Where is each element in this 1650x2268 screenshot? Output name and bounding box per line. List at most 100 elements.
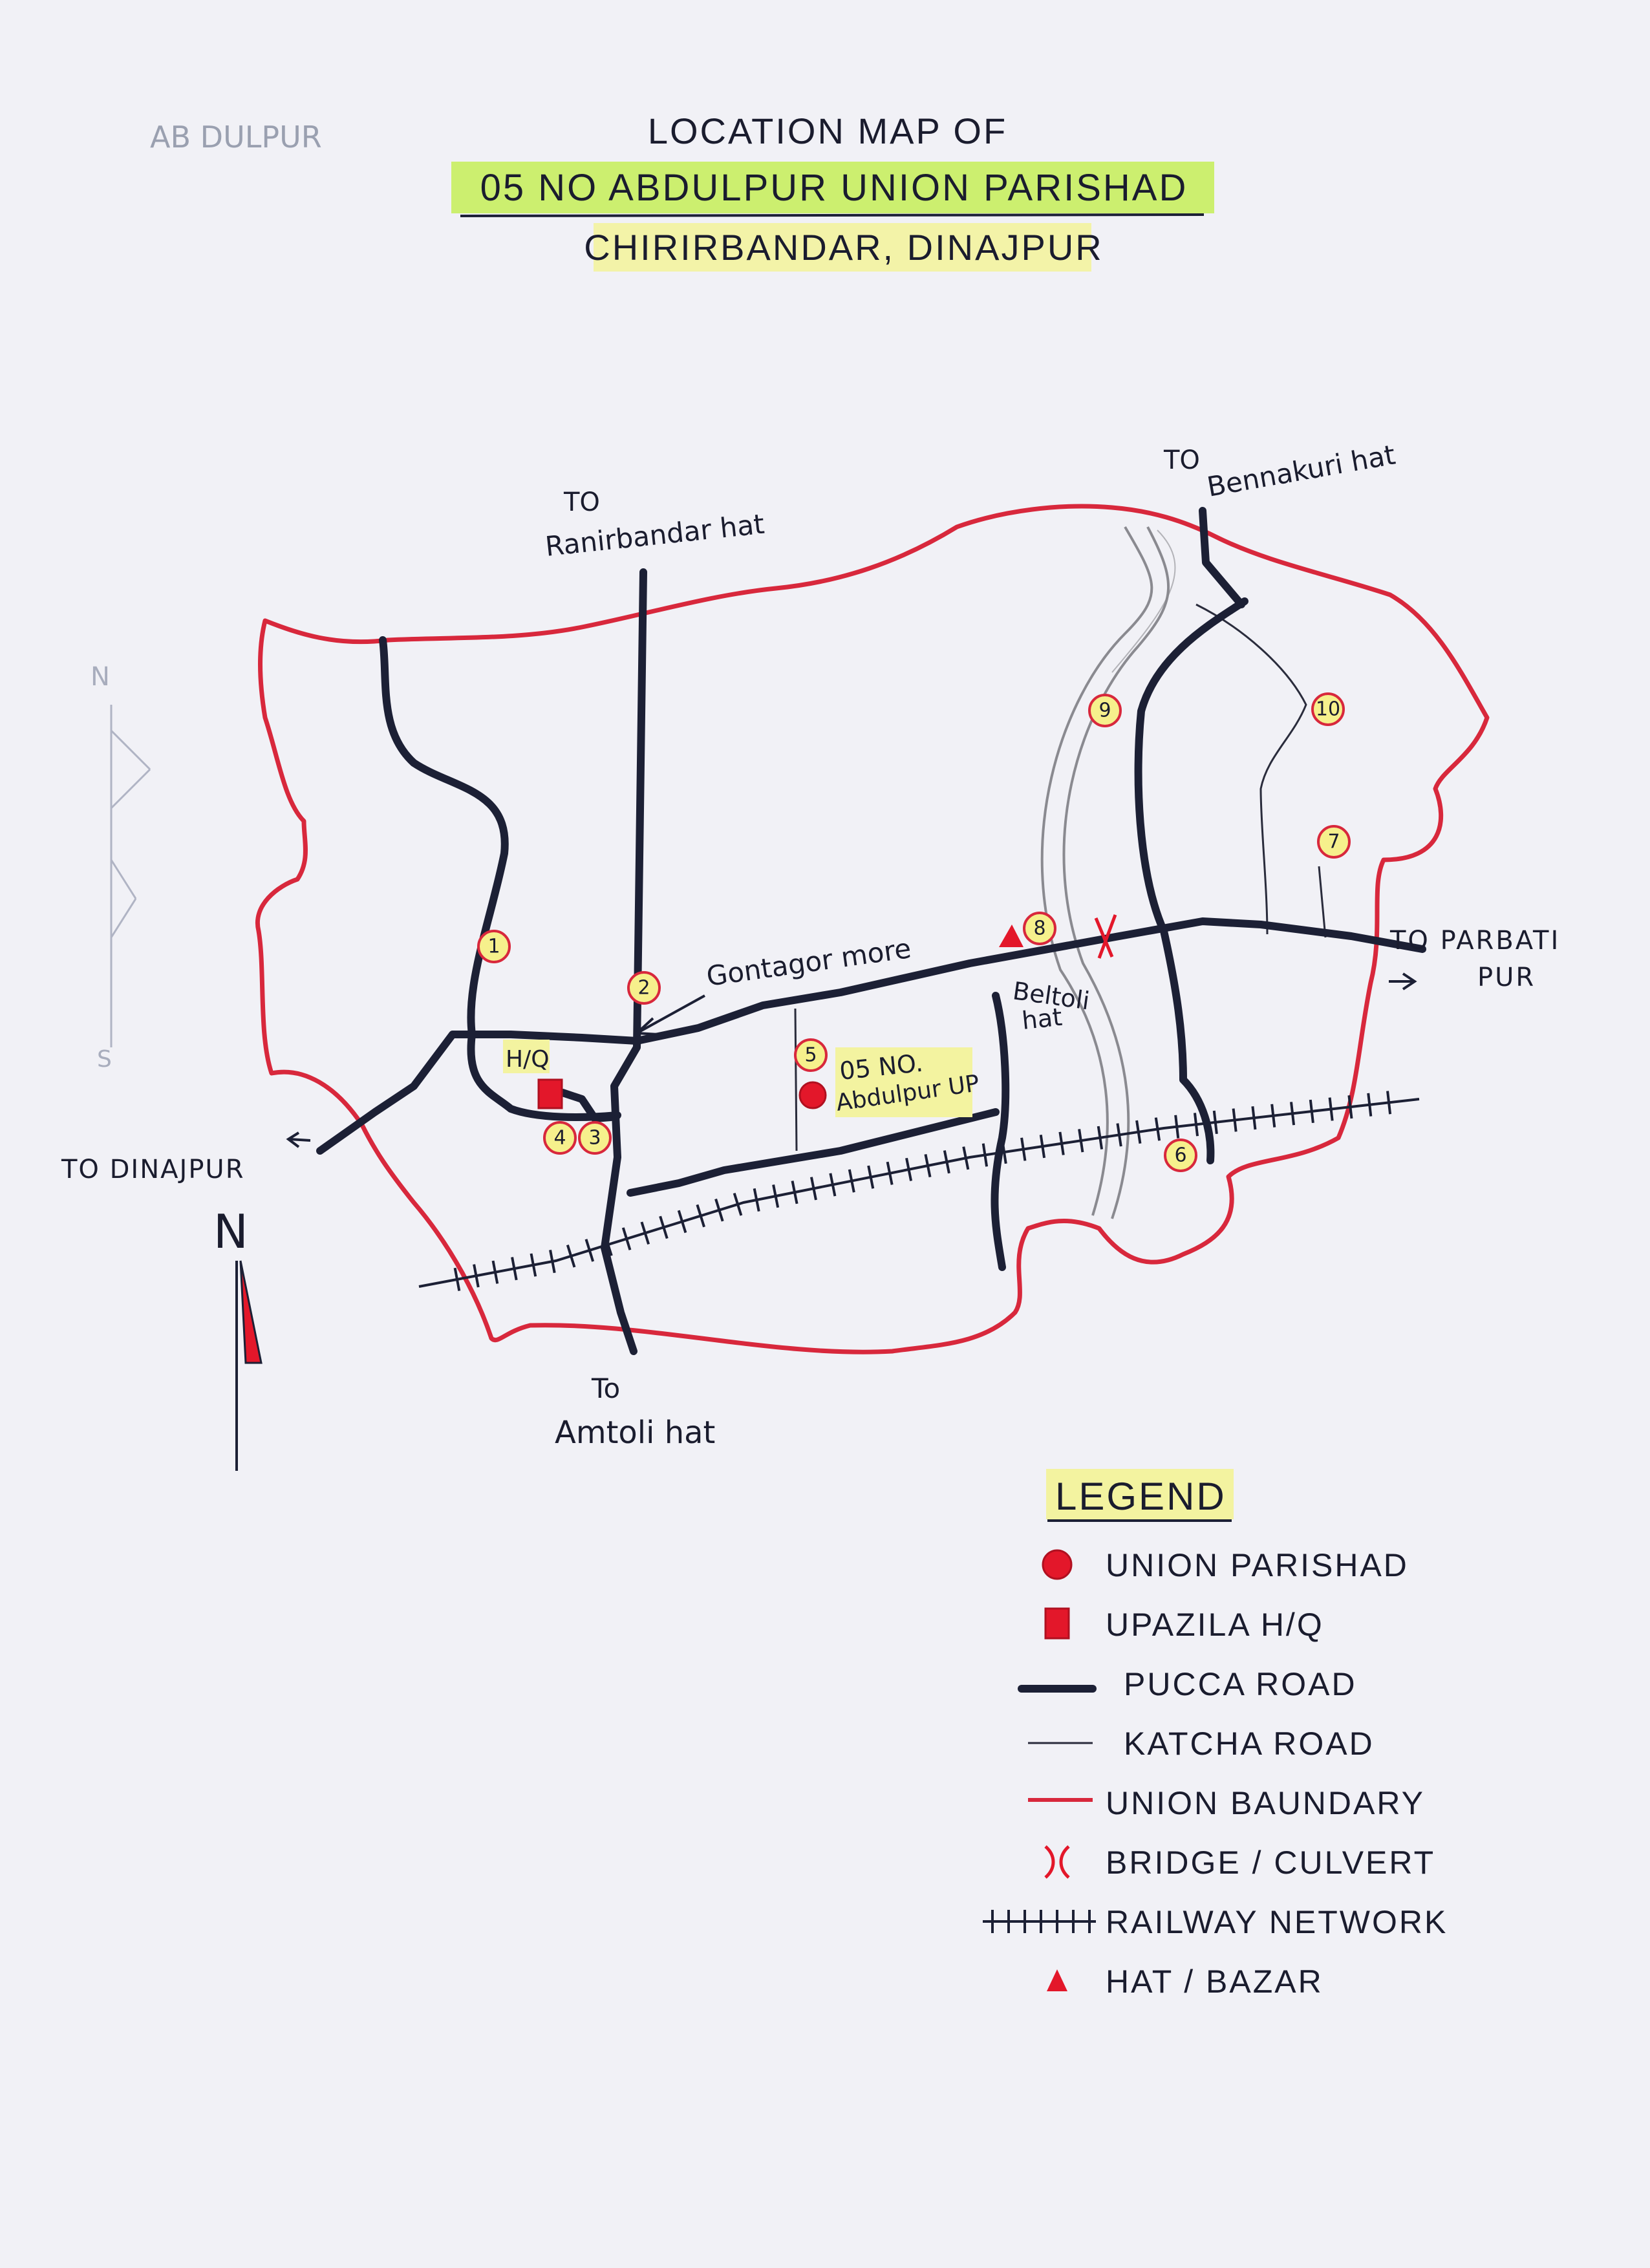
- label-to-amtoli-to: To: [591, 1373, 620, 1404]
- legend-symbol-circle: [1042, 1549, 1073, 1580]
- railway-tie: [1020, 1137, 1027, 1161]
- railway-tie: [1135, 1120, 1142, 1144]
- sketch-compass-s: S: [97, 1046, 112, 1073]
- railway-tie: [905, 1157, 913, 1181]
- legend-item-circle-label: UNION PARISHAD: [1106, 1547, 1409, 1583]
- legend-symbol-railway: [983, 1910, 1096, 1933]
- marker-4-label: 4: [553, 1127, 566, 1150]
- title-line-1: LOCATION MAP OF: [648, 111, 1007, 151]
- railway-tie: [1039, 1135, 1046, 1159]
- railway-tie: [809, 1177, 817, 1201]
- hat-bazar-beltoli: [999, 925, 1023, 947]
- marker-8-circle: [1023, 912, 1056, 945]
- railway-tie: [1232, 1108, 1238, 1132]
- label-to-bennakuri-to: TO: [1163, 445, 1200, 475]
- legend-title-highlight: [1046, 1469, 1234, 1519]
- legend-item-square-label: UPAZILA H/Q: [1106, 1607, 1324, 1643]
- railway-tie: [791, 1181, 798, 1204]
- railway-tie: [1251, 1106, 1257, 1130]
- railway-tie: [1328, 1097, 1334, 1121]
- marker-6-circle: [1164, 1139, 1197, 1172]
- legend-item-triangle-label: HAT / BAZAR: [1106, 1963, 1323, 2000]
- legend-item-railway-label: RAILWAY NETWORK: [1106, 1904, 1448, 1940]
- marker-2-label: 2: [638, 977, 650, 1000]
- arrows: [286, 972, 1417, 1148]
- railway-tie: [829, 1173, 837, 1197]
- legend-symbol-bridge: [1044, 1845, 1070, 1879]
- marker-7-circle: [1317, 825, 1351, 859]
- marker-5-circle: [794, 1038, 828, 1072]
- katcha-roads: [794, 603, 1327, 1151]
- sketch-compass: [110, 705, 151, 1047]
- railway-tie: [1097, 1126, 1104, 1150]
- railway-tie: [772, 1184, 780, 1208]
- legend-symbol-square: [1044, 1607, 1070, 1640]
- marker-3-circle: [578, 1121, 612, 1155]
- corner-note: AB DULPUR: [150, 120, 322, 155]
- marker-3-label: 3: [588, 1127, 601, 1150]
- railway-tie: [733, 1192, 743, 1216]
- marker-2-circle: [627, 971, 661, 1005]
- title-line-3: CHIRIRBANDAR, DINAJPUR: [584, 227, 1103, 268]
- label-to-amtoli: Amtoli hat: [555, 1415, 715, 1451]
- railway-tie: [848, 1169, 855, 1193]
- railway-tie: [1386, 1091, 1392, 1115]
- marker-10-label: 10: [1316, 698, 1340, 721]
- railway-tie: [491, 1260, 499, 1284]
- sketch-compass-n: N: [91, 662, 110, 692]
- legend-item-thin-line-label: KATCHA ROAD: [1124, 1726, 1375, 1762]
- marker-4-circle: [543, 1121, 577, 1155]
- railway-tie: [511, 1257, 518, 1281]
- label-to-parbatipur-2: PUR: [1477, 963, 1536, 992]
- railway-tie: [1154, 1117, 1161, 1141]
- union-parishad-circle: [798, 1081, 827, 1109]
- railway-tie: [640, 1221, 650, 1245]
- legend-item-bridge-label: BRIDGE / CULVERT: [1106, 1845, 1435, 1881]
- legend-item-thick-line-label: PUCCA ROAD: [1124, 1666, 1357, 1702]
- marker-9-circle: [1088, 694, 1122, 727]
- railway-tie: [566, 1245, 576, 1268]
- label-hq: H/Q: [506, 1046, 550, 1073]
- legend-title: LEGEND: [1055, 1475, 1227, 1518]
- pucca-roads: [316, 507, 1426, 1355]
- up-office-highlight: [835, 1047, 972, 1117]
- railway-tie: [924, 1153, 932, 1178]
- north-arrow: [235, 1260, 262, 1471]
- railway-tie: [453, 1267, 461, 1291]
- marker-9-label: 9: [1098, 700, 1111, 722]
- marker-7-label: 7: [1327, 831, 1340, 853]
- railway-tie: [1309, 1099, 1314, 1124]
- railway-tie: [867, 1165, 875, 1189]
- legend-symbol-triangle: [1047, 1969, 1067, 1991]
- north-arrow-label: N: [213, 1204, 248, 1259]
- legend-items: UNION PARISHAD UPAZILA H/Q PUCCA ROAD KATCH…: [983, 1547, 1448, 2000]
- title-line-2: 05 NO ABDULPUR UNION PARISHAD: [480, 167, 1188, 209]
- railway-tie: [1347, 1095, 1353, 1119]
- label-to-dinajpur: TO DINAJPUR: [61, 1155, 245, 1184]
- legend-item-red-line-label: UNION BAUNDARY: [1106, 1785, 1425, 1821]
- railway-tie: [1270, 1104, 1276, 1128]
- railway-tie: [1367, 1093, 1373, 1117]
- marker-6-label: 6: [1174, 1144, 1186, 1167]
- marker-1-label: 1: [488, 936, 500, 958]
- railway-tie: [584, 1239, 595, 1262]
- railway-tie: [1290, 1102, 1296, 1126]
- marker-1-circle: [477, 930, 511, 963]
- railway-tie: [677, 1210, 687, 1234]
- railway-tie: [1078, 1129, 1084, 1153]
- railway-tie: [696, 1204, 705, 1228]
- railway-tie: [659, 1215, 669, 1239]
- label-to-ranirbandar-to: TO: [563, 487, 600, 517]
- railway-tie: [1212, 1110, 1218, 1135]
- river: [1040, 526, 1176, 1219]
- railway-tie: [753, 1188, 760, 1212]
- railway-tie: [621, 1227, 632, 1250]
- title-highlight-green: [451, 162, 1214, 213]
- marker-8-label: 8: [1033, 917, 1045, 940]
- upazila-hq-square: [537, 1078, 563, 1109]
- railway-tie: [1193, 1113, 1199, 1137]
- marker-10-circle: [1311, 692, 1345, 726]
- railway-tie: [981, 1143, 989, 1167]
